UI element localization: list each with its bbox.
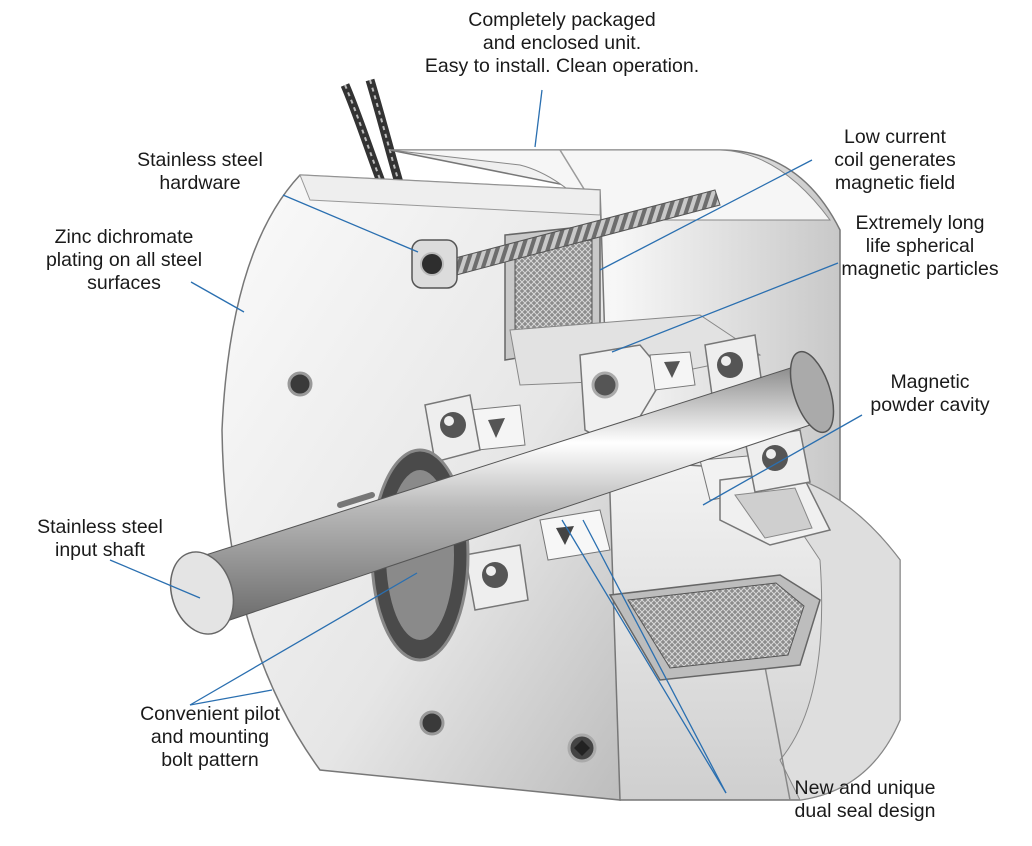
callout-stainless-hardware: Stainless steel hardware [100, 149, 300, 195]
inner-components [469, 314, 832, 681]
face-bolt-hole-bottom [419, 710, 445, 736]
leader-packaged [534, 89, 543, 148]
callout-line: and enclosed unit. [482, 32, 642, 54]
leader-shaft [109, 559, 201, 599]
callout-line: coil generates [834, 149, 956, 171]
callout-packaged-unit: Completely packaged and enclosed unit. E… [372, 9, 752, 78]
callout-line: New and unique [794, 777, 936, 799]
callout-line: bolt pattern [161, 749, 259, 771]
callout-line: Easy to install. Clean operation. [424, 55, 700, 77]
callout-dual-seal: New and unique dual seal design [755, 777, 975, 823]
callout-line: Completely packaged [468, 9, 656, 31]
shaft-front-end [169, 551, 235, 635]
callout-line: and mounting [150, 726, 270, 748]
callout-bolt-pattern: Convenient pilot and mounting bolt patte… [90, 703, 330, 772]
leader-particles [611, 262, 839, 353]
leader-lines [109, 89, 863, 794]
callout-magnetic-particles: Extremely long life spherical magnetic p… [808, 212, 1032, 281]
callout-line: Stainless steel [137, 149, 263, 171]
callout-line: magnetic particles [841, 258, 999, 280]
callout-line: surfaces [87, 272, 161, 294]
stainless-hardware [411, 189, 721, 289]
bearing-front-upper [424, 394, 481, 463]
callout-coil: Low current coil generates magnetic fiel… [790, 126, 1000, 195]
leader-cavity [702, 414, 863, 506]
leader-seal-b [582, 519, 727, 794]
bearing-front-lower [464, 544, 529, 611]
leader-pilot-a [189, 689, 273, 706]
leader-zinc [190, 281, 245, 313]
leader-coil [599, 159, 813, 271]
callout-line: hardware [159, 172, 241, 194]
callout-line: plating on all steel [45, 249, 203, 271]
callout-line: magnetic field [834, 172, 956, 194]
input-shaft [169, 350, 835, 662]
callout-line: powder cavity [870, 394, 990, 416]
callout-line: Stainless steel [37, 516, 163, 538]
callout-line: Extremely long [855, 212, 985, 234]
callout-line: life spherical [865, 235, 975, 257]
leader-pilot-b [189, 572, 418, 706]
bearing-rear-upper [704, 334, 763, 396]
callout-powder-cavity: Magnetic powder cavity [830, 371, 1030, 417]
callout-line: input shaft [55, 539, 145, 561]
callout-zinc-plating: Zinc dichromate plating on all steel sur… [14, 226, 234, 295]
shaft-rear-end [789, 350, 835, 434]
callout-line: Convenient pilot [140, 703, 280, 725]
face-bolt-hole-left [287, 371, 313, 397]
callout-line: Zinc dichromate [54, 226, 194, 248]
callout-line: dual seal design [794, 800, 936, 822]
callout-line: Low current [844, 126, 946, 148]
leader-hardware [282, 194, 419, 253]
leader-seal-a [561, 519, 727, 794]
callout-input-shaft: Stainless steel input shaft [0, 516, 200, 562]
callout-line: Magnetic [890, 371, 970, 393]
